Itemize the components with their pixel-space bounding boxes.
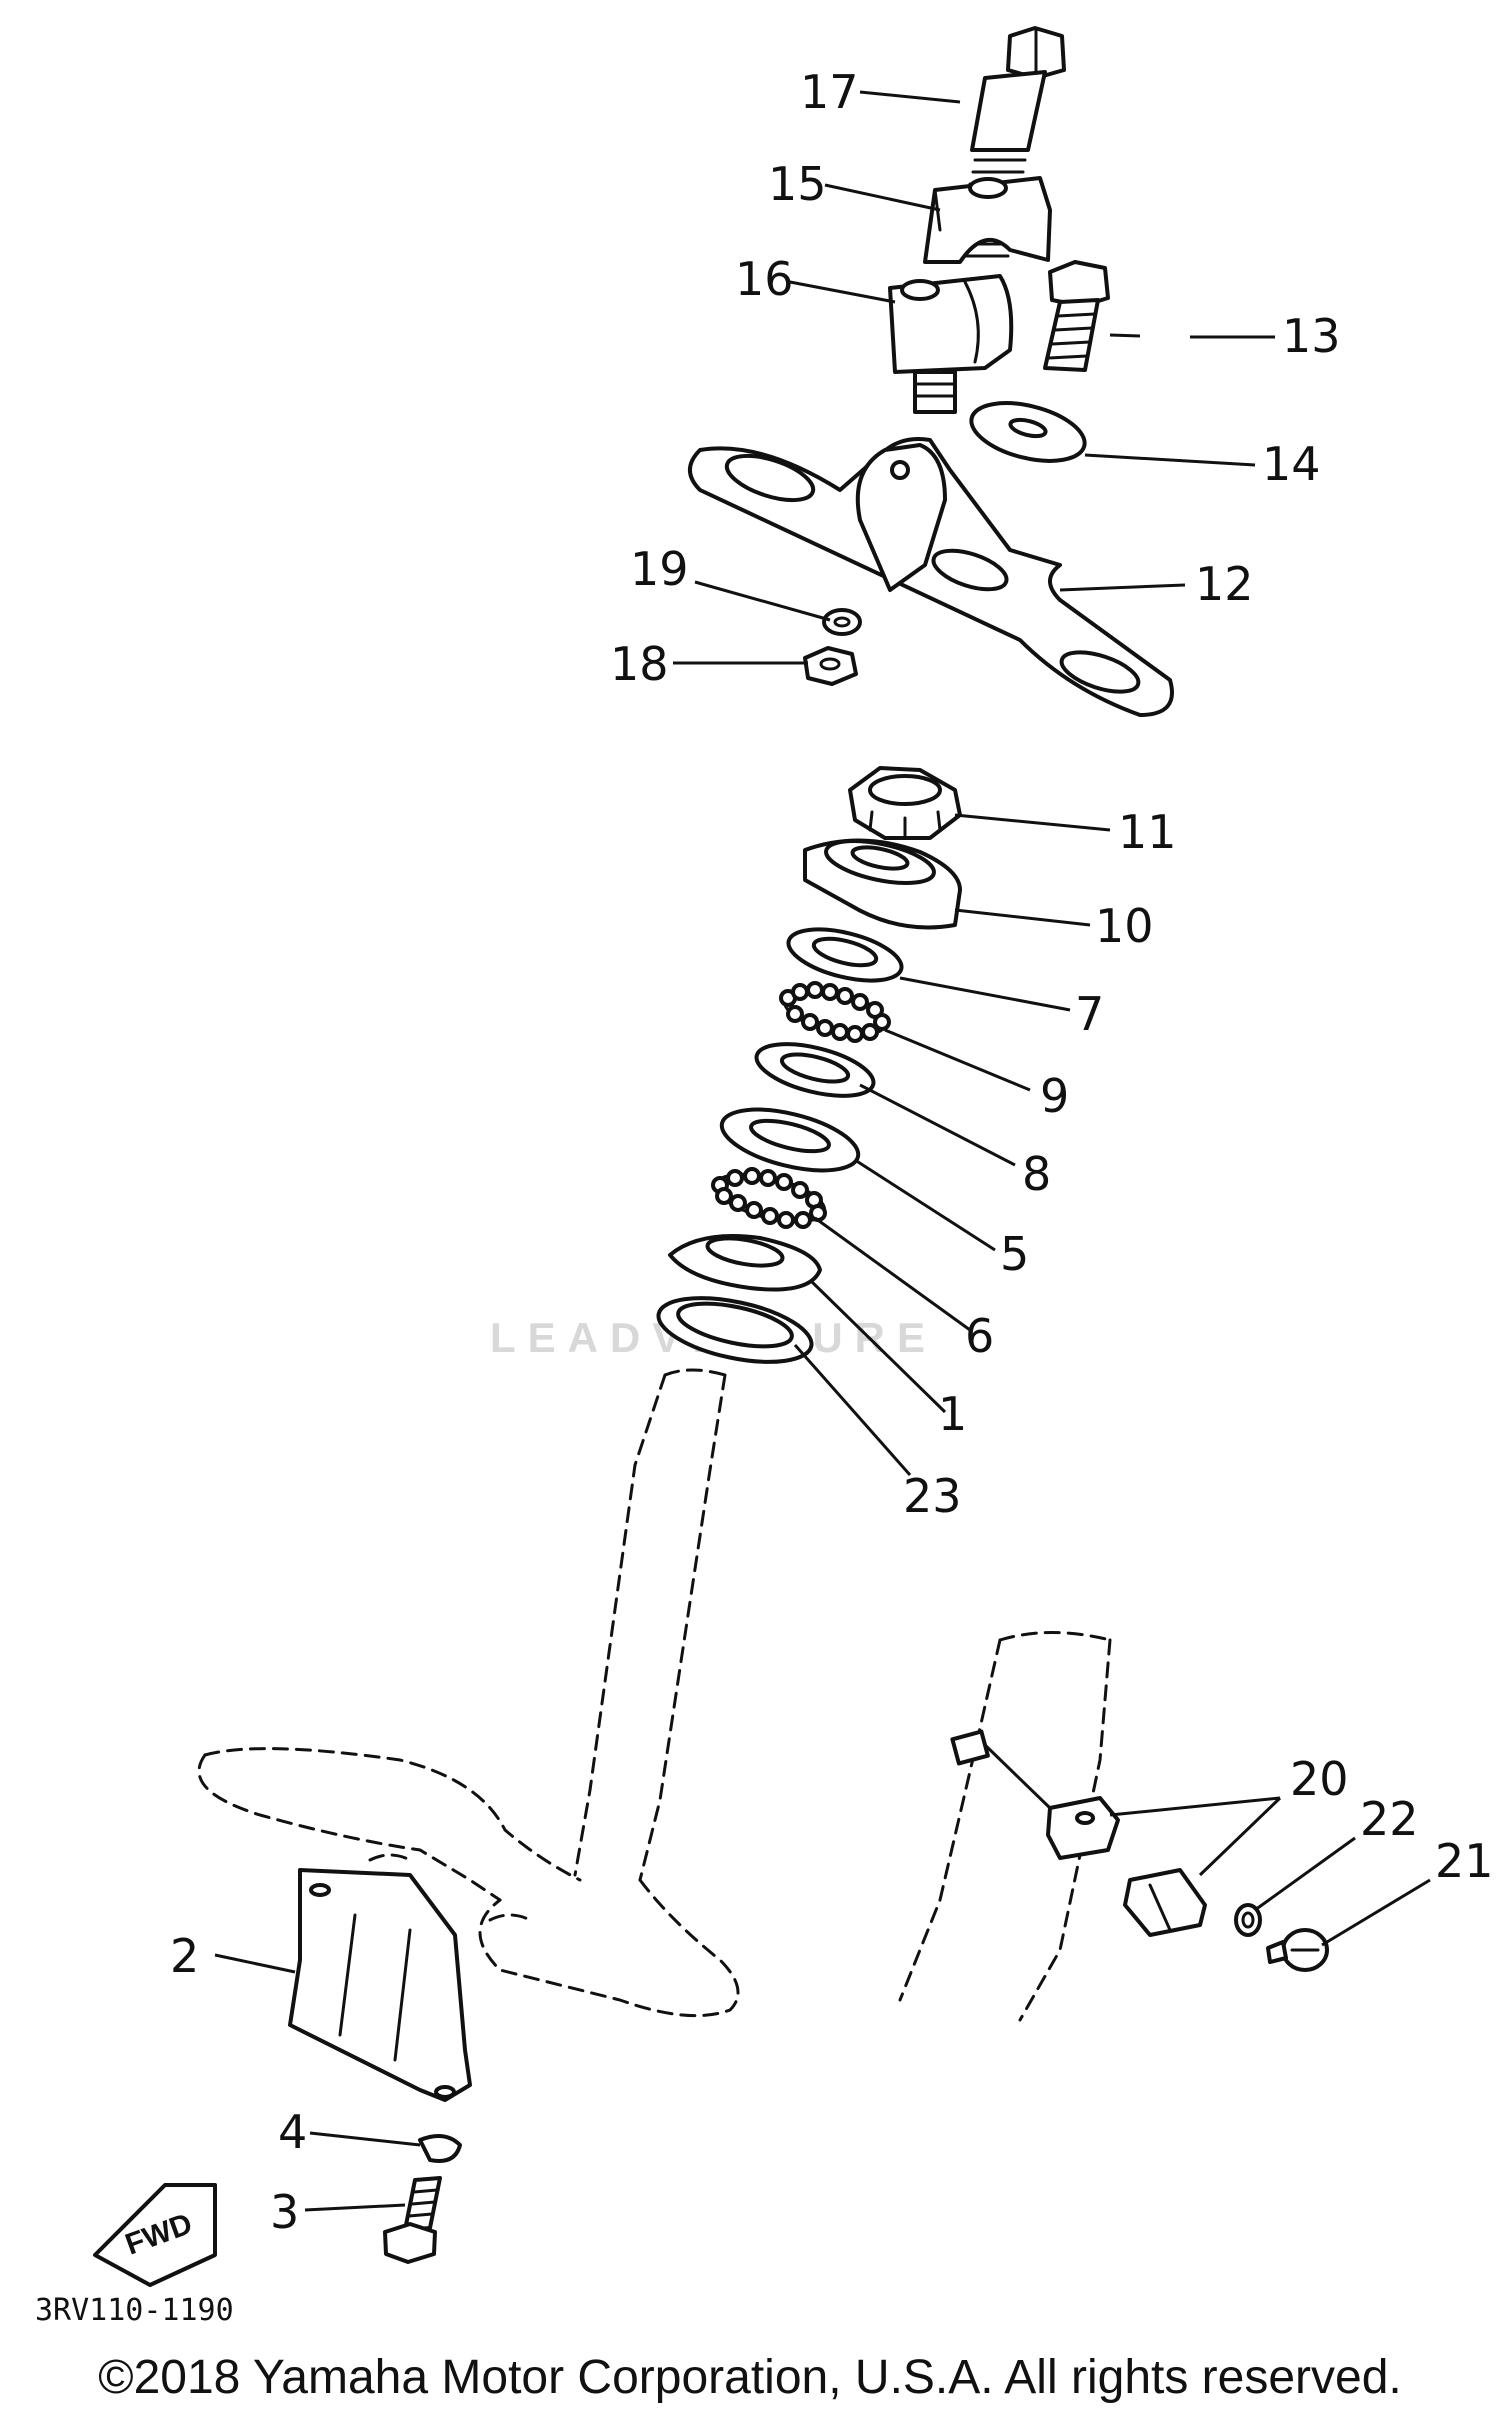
- part-4-washer: [418, 2134, 462, 2163]
- callout-12: 12: [1195, 557, 1254, 611]
- part-16-lower-holder: [888, 274, 1014, 414]
- callout-6: 6: [965, 1309, 994, 1363]
- callout-4: 4: [278, 2105, 307, 2159]
- callout-18: 18: [610, 637, 669, 691]
- callout-13: 13: [1282, 309, 1341, 363]
- callouts: 17 15 16 13 14 12 19 18 11 10 7 9 8 5 6 …: [170, 65, 1494, 2239]
- part-2-guard-plate: [288, 1868, 472, 2102]
- copyright-notice: ©2018 Yamaha Motor Corporation, U.S.A. A…: [98, 2351, 1402, 2404]
- callout-16: 16: [735, 252, 794, 306]
- fwd-arrow-icon: FWD: [93, 2183, 217, 2287]
- callout-11: 11: [1118, 805, 1177, 859]
- part-1-race: [668, 1234, 822, 1292]
- part-18-nut: [803, 646, 858, 686]
- callout-23: 23: [903, 1469, 962, 1523]
- callout-8: 8: [1022, 1147, 1051, 1201]
- part-3-bolt: [383, 2176, 442, 2264]
- part-15-upper-holder: [923, 176, 1052, 264]
- part-14-washer: [969, 401, 1087, 463]
- part-23-seal: [656, 1296, 814, 1364]
- drawing-code: 3RV110-1190: [35, 2293, 234, 2328]
- part-22-washer: [1234, 1903, 1262, 1937]
- callout-10: 10: [1095, 899, 1154, 953]
- callout-1: 1: [938, 1387, 967, 1441]
- part-12-upper-bracket: [688, 437, 1174, 717]
- callout-19: 19: [630, 542, 689, 596]
- callout-3: 3: [270, 2185, 299, 2239]
- part-5-washer: [719, 1107, 861, 1173]
- callout-22: 22: [1360, 1792, 1419, 1846]
- callout-15: 15: [768, 157, 827, 211]
- callout-14: 14: [1262, 437, 1321, 491]
- part-7-race: [786, 927, 904, 983]
- leader-lines: [214, 90, 1431, 2212]
- callout-20: 20: [1290, 1752, 1349, 1806]
- part-13-bolt: [1043, 260, 1110, 372]
- steering-stem-under-bracket: [197, 1368, 740, 2018]
- part-6-ball-bearings: [711, 1167, 827, 1229]
- part-20-clamp: [950, 1729, 1207, 1937]
- callout-2: 2: [170, 1929, 199, 1983]
- callout-17: 17: [800, 65, 859, 119]
- part-10-cover: [803, 838, 962, 930]
- part-19-lock-washer: [822, 608, 862, 636]
- part-8-race: [754, 1042, 876, 1098]
- callout-5: 5: [1000, 1227, 1029, 1281]
- callout-9: 9: [1040, 1069, 1069, 1123]
- part-9-ball-bearings: [779, 981, 891, 1043]
- callout-7: 7: [1075, 987, 1104, 1041]
- part-21-screw: [1266, 1928, 1329, 1972]
- part-11-ring-nut: [848, 766, 962, 840]
- callout-21: 21: [1435, 1834, 1494, 1888]
